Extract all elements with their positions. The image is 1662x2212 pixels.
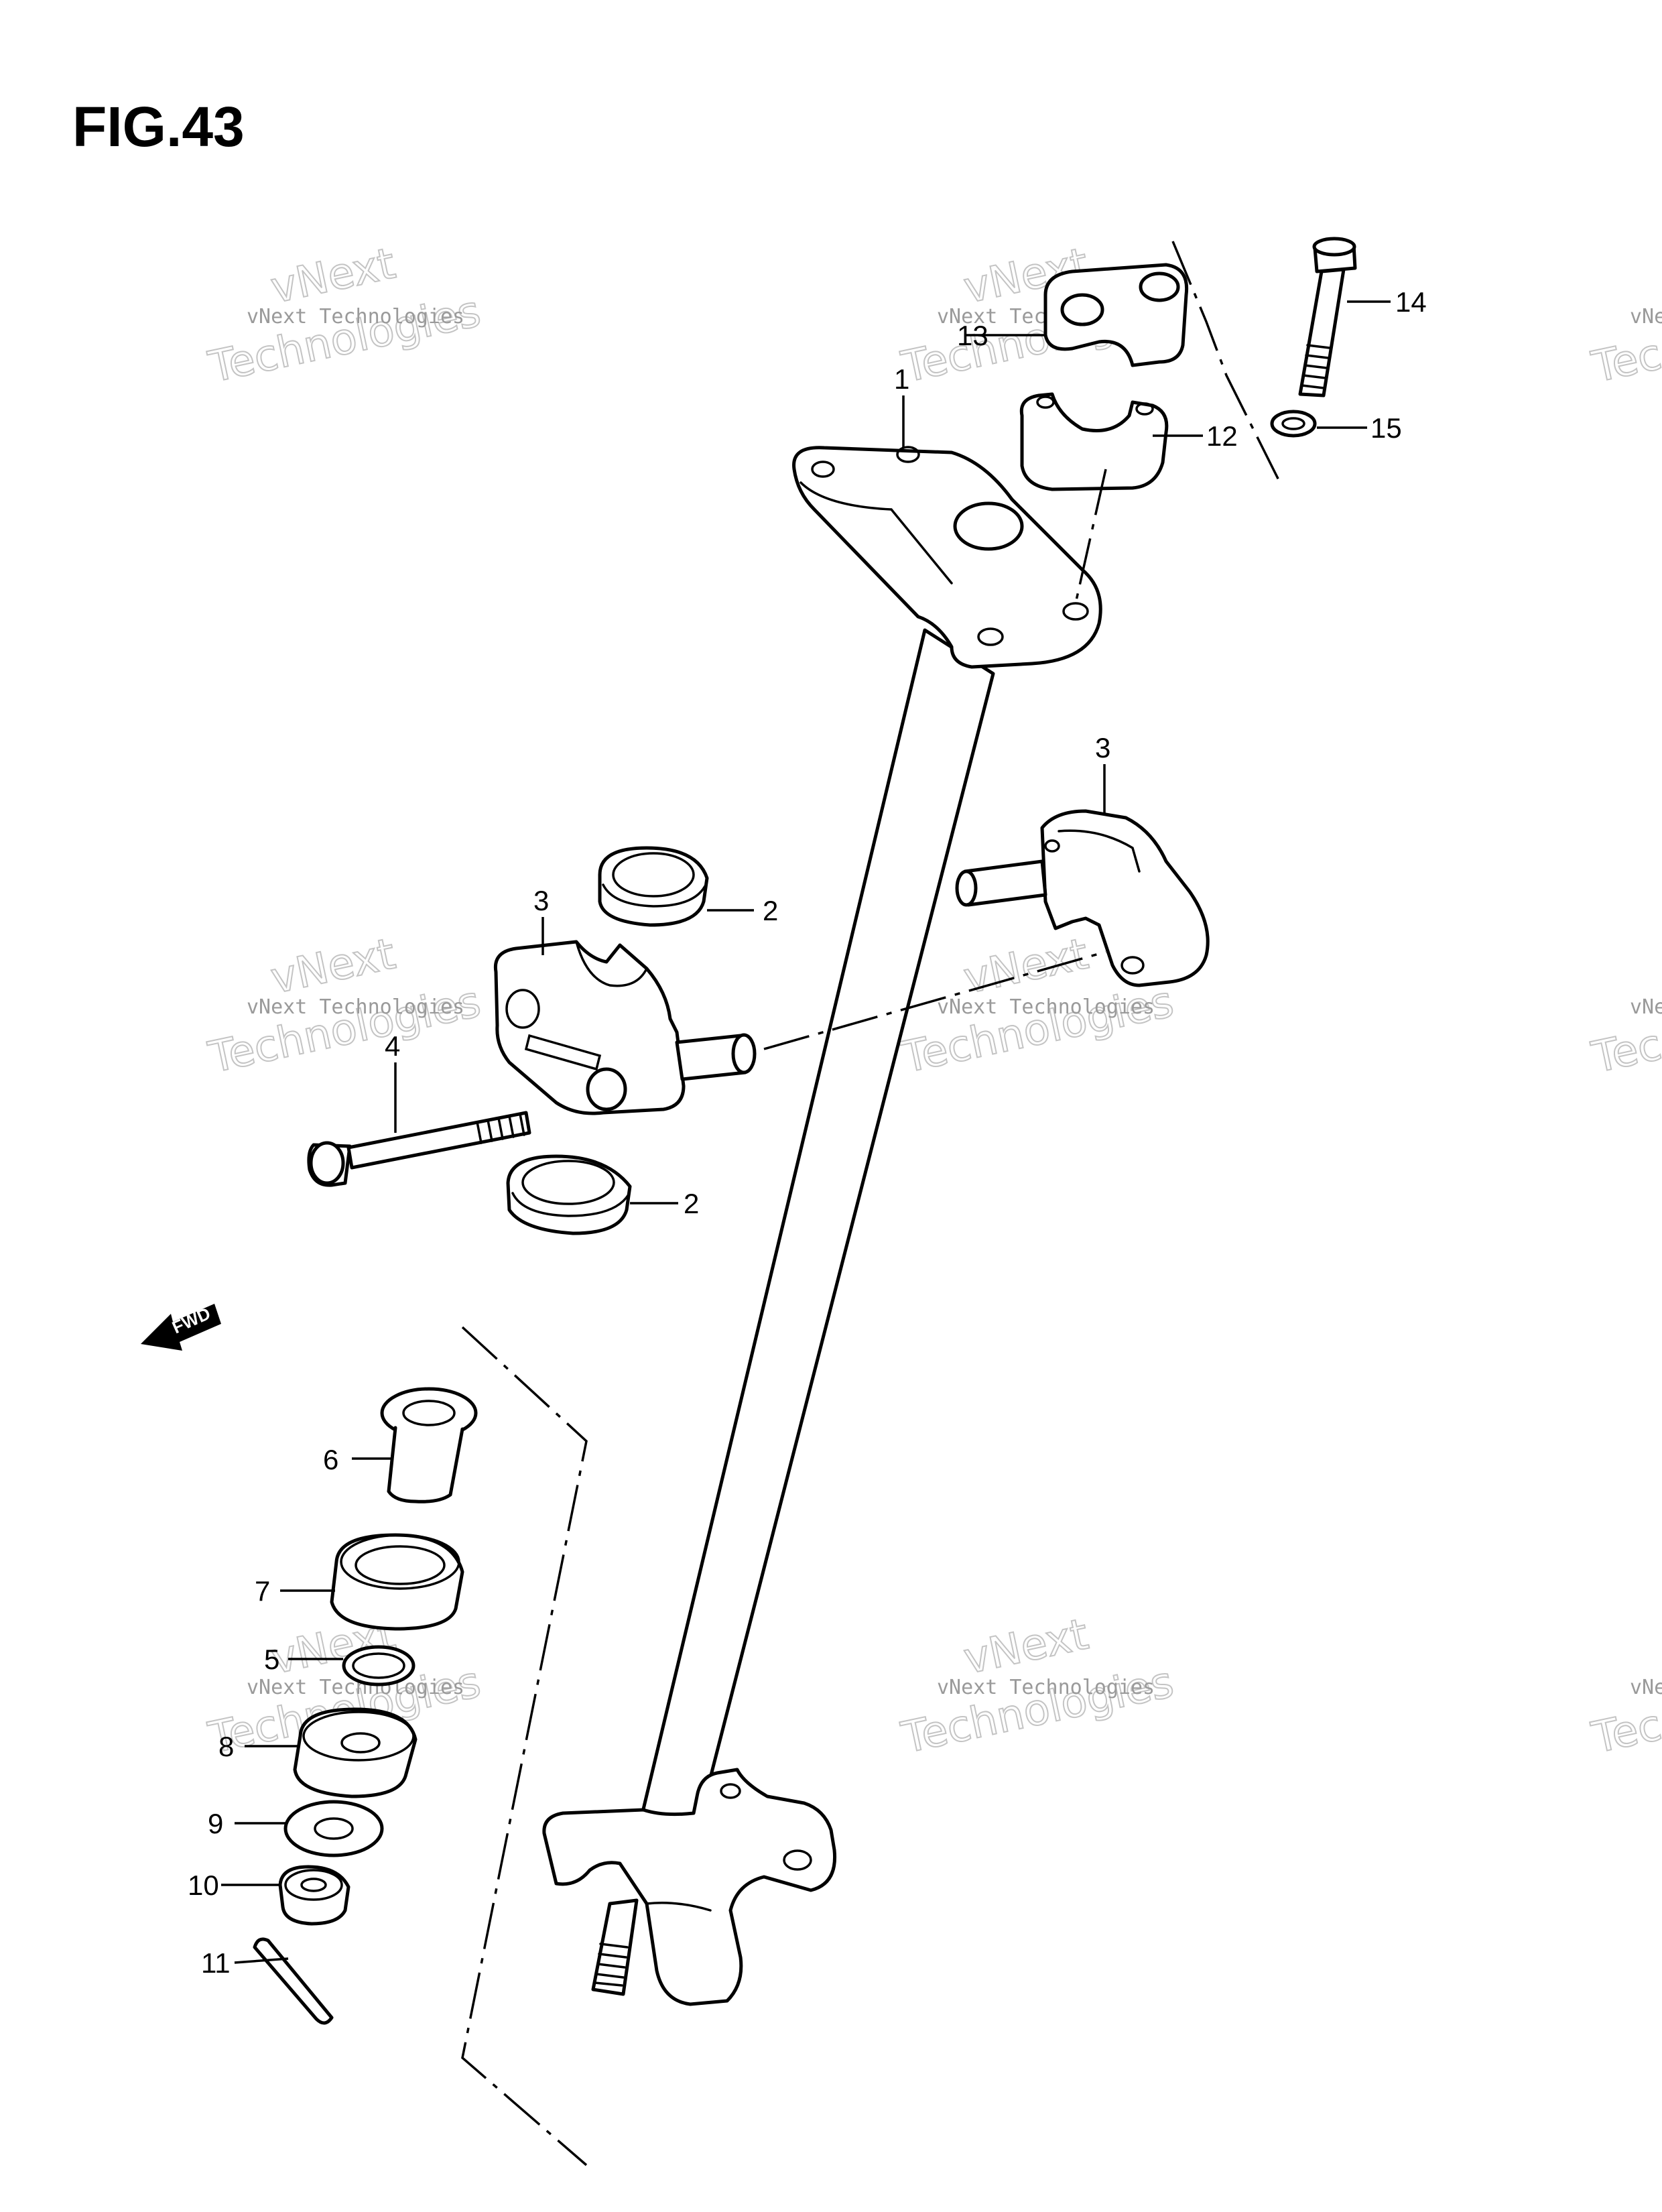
handlebar-holder-upper bbox=[1043, 263, 1189, 367]
svg-text:Technologies: Technologies bbox=[204, 977, 485, 1083]
callout-labels: 1 2 2 3 3 4 5 6 7 8 9 10 11 12 13 14 15 bbox=[188, 286, 1427, 1979]
seal-7 bbox=[330, 1533, 464, 1631]
callout-13: 13 bbox=[957, 320, 988, 351]
assembly-lines bbox=[461, 241, 1281, 2166]
svg-text:Technologies: Technologies bbox=[897, 977, 1178, 1083]
fwd-arrow-icon: FWD bbox=[141, 1303, 221, 1351]
svg-text:vNext Technologies: vNext Technologies bbox=[937, 1676, 1155, 1699]
castle-nut-10 bbox=[278, 1865, 350, 1926]
svg-text:Tec: Tec bbox=[1588, 1020, 1662, 1083]
callout-9: 9 bbox=[208, 1808, 223, 1839]
circlip-5 bbox=[342, 1645, 416, 1686]
handlebar-holder-lower bbox=[1019, 392, 1169, 491]
bearing-8 bbox=[293, 1707, 418, 1798]
callout-6: 6 bbox=[323, 1444, 338, 1475]
callout-4: 4 bbox=[385, 1030, 400, 1062]
svg-text:vNext Technologies: vNext Technologies bbox=[247, 995, 464, 1019]
shaft-holder-right bbox=[955, 809, 1210, 987]
svg-text:Technologies: Technologies bbox=[897, 1658, 1178, 1764]
leader-lines bbox=[221, 300, 1391, 1964]
svg-text:Tec: Tec bbox=[1588, 1701, 1662, 1764]
svg-text:vNext Technologies: vNext Technologies bbox=[247, 305, 464, 328]
callout-3-right: 3 bbox=[1095, 732, 1110, 763]
svg-text:Technologies: Technologies bbox=[204, 287, 485, 393]
callout-14: 14 bbox=[1395, 286, 1427, 318]
svg-text:vNe: vNe bbox=[1630, 305, 1662, 328]
callout-10: 10 bbox=[188, 1869, 219, 1901]
shaft-holder-left bbox=[493, 940, 757, 1115]
lock-washer-15 bbox=[1270, 410, 1317, 438]
svg-text:vNe: vNe bbox=[1630, 995, 1662, 1019]
steering-shaft bbox=[542, 446, 1102, 2006]
watermark-low-center: Technologies vNext vNext Technologies bbox=[897, 1609, 1179, 1764]
callout-1: 1 bbox=[894, 363, 909, 395]
svg-text:Tec: Tec bbox=[1588, 330, 1662, 393]
bushing-2-lower bbox=[506, 1154, 632, 1235]
svg-text:vNext: vNext bbox=[960, 1609, 1092, 1684]
watermark-top-left: Technologies vNext vNext Technologies bbox=[204, 238, 486, 393]
svg-text:vNe: vNe bbox=[1630, 1676, 1662, 1699]
svg-text:vNext: vNext bbox=[267, 239, 399, 313]
callout-2-upper: 2 bbox=[763, 895, 778, 926]
washer-9 bbox=[283, 1800, 384, 1857]
bolt-4 bbox=[307, 1111, 531, 1187]
watermark-mid-left: Technologies vNext vNext Technologies bbox=[204, 928, 486, 1083]
svg-text:vNext: vNext bbox=[960, 929, 1092, 1003]
cotter-pin-11 bbox=[253, 1937, 334, 2025]
callout-2-lower: 2 bbox=[684, 1188, 699, 1219]
figure-title: FIG.43 bbox=[72, 95, 245, 158]
svg-text:vNext: vNext bbox=[267, 929, 399, 1003]
callout-8: 8 bbox=[218, 1731, 234, 1762]
callout-3-left: 3 bbox=[533, 885, 549, 916]
bushing-2-upper bbox=[598, 846, 709, 927]
bolt-14 bbox=[1298, 237, 1357, 397]
svg-text:vNext Technologies: vNext Technologies bbox=[937, 995, 1155, 1019]
callout-7: 7 bbox=[255, 1575, 270, 1607]
bushing-6 bbox=[380, 1387, 478, 1503]
callout-12: 12 bbox=[1206, 420, 1238, 452]
callout-5: 5 bbox=[264, 1644, 279, 1675]
callout-11: 11 bbox=[201, 1947, 231, 1979]
watermark-right-edge: vNe Tec vNe Tec vNe Tec bbox=[1587, 305, 1662, 1764]
callout-15: 15 bbox=[1370, 412, 1402, 444]
